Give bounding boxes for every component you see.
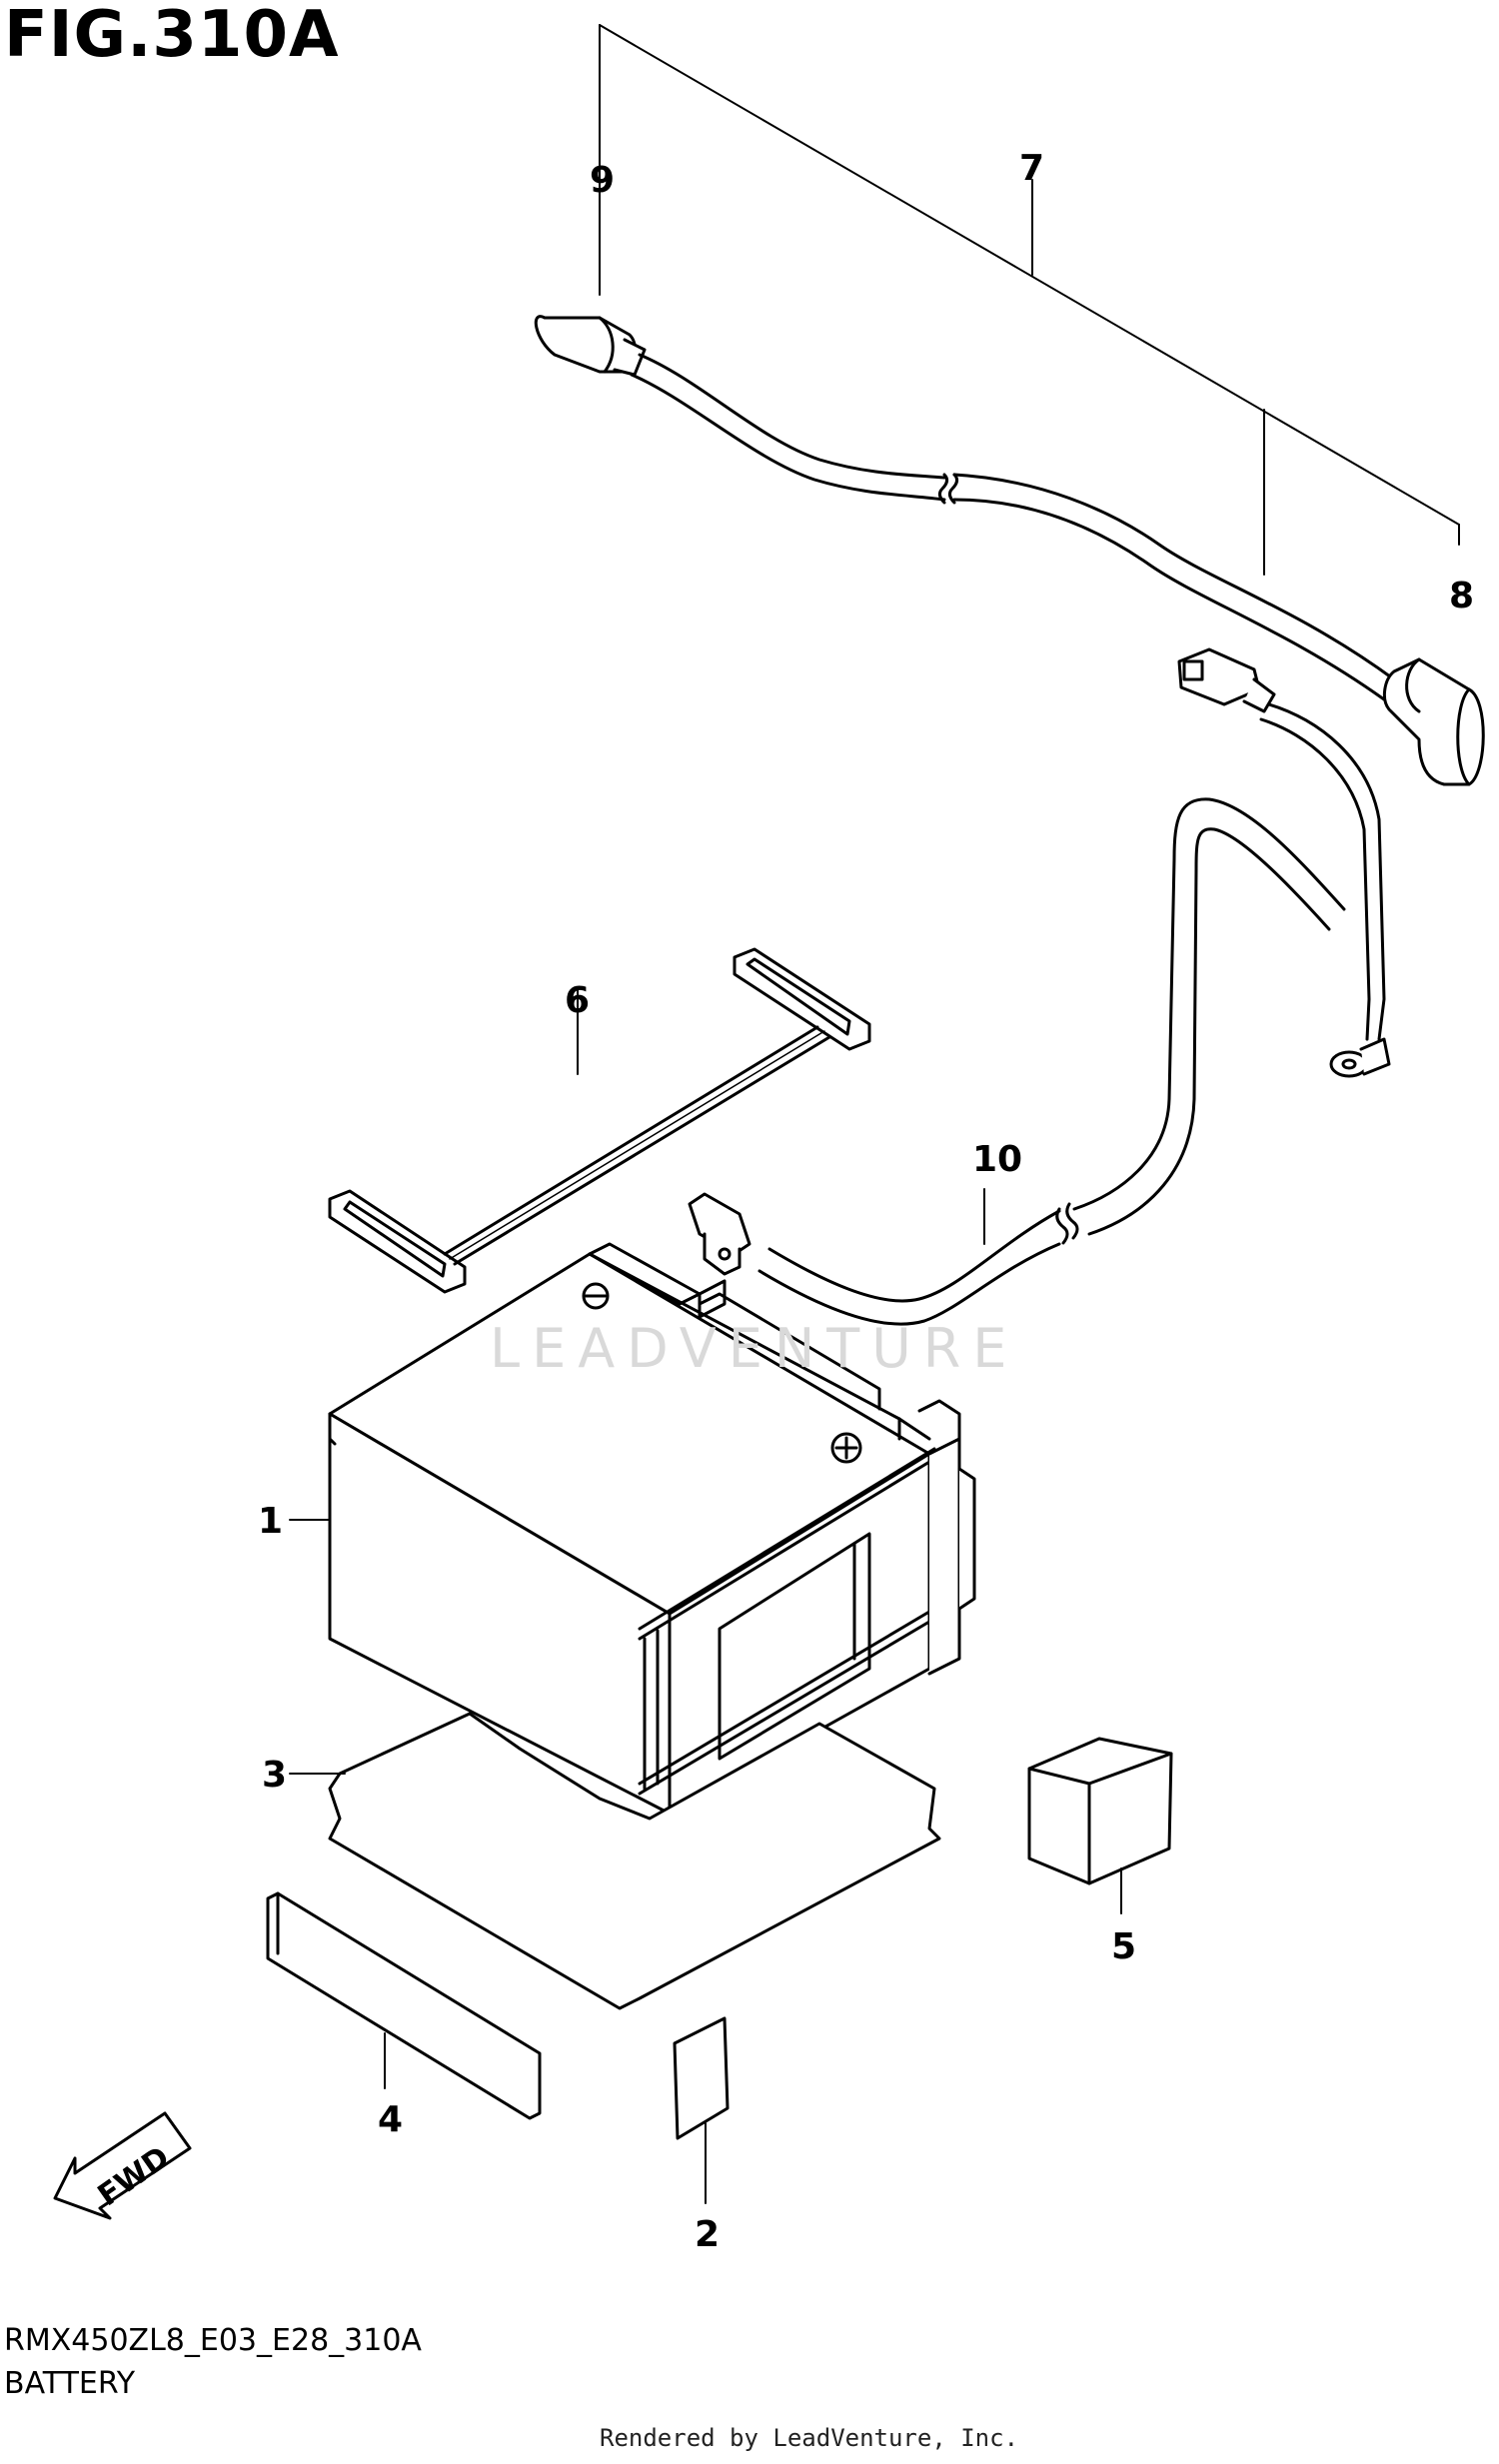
callout-2: 2 [695,2214,720,2255]
figure-title: FIG.310A [4,0,340,72]
label-2 [673,2016,730,2204]
callout-1: 1 [258,1501,283,1542]
callout-10: 10 [972,1139,1022,1180]
label-strip-4 [266,1891,542,2120]
terminal-cap-9 [534,315,647,377]
cushion-block-5 [1027,1737,1173,1914]
rendered-by-credit: Rendered by LeadVenture, Inc. [600,2424,1019,2452]
figure-name: BATTERY [4,2366,136,2401]
callout-6: 6 [565,980,590,1021]
cable-assembly-7 [534,24,1485,786]
battery-1 [289,1242,976,1816]
callout-7: 7 [1019,148,1044,189]
terminal-cap-8 [1382,657,1485,786]
battery-band-6 [328,947,871,1294]
fwd-arrow: FWD [53,2111,192,2220]
model-code: RMX450ZL8_E03_E28_310A [4,2323,422,2358]
negative-cable-10 [688,647,1391,1326]
watermark: LEADVENTURE [490,1317,1019,1380]
battery-pad-3 [289,1712,941,2010]
callout-5: 5 [1111,1926,1136,1967]
callout-9: 9 [590,160,615,201]
callout-3: 3 [262,1755,287,1796]
callout-8: 8 [1449,576,1474,616]
callout-4: 4 [378,2099,403,2140]
